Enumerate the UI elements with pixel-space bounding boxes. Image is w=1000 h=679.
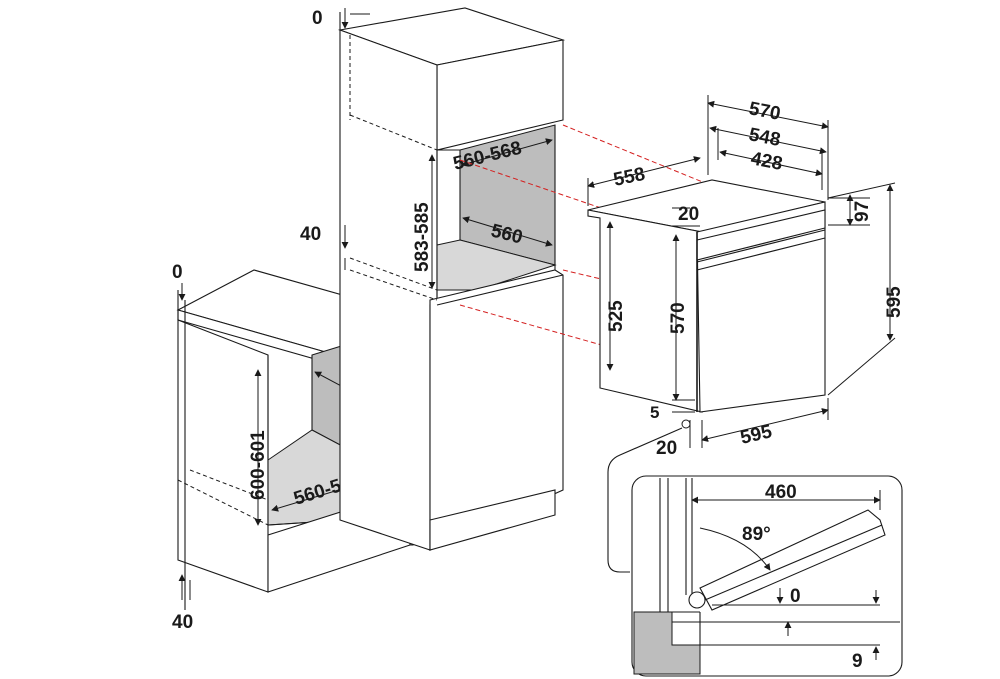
dim-oven-cavity-height: 570 (668, 302, 689, 334)
dim-cab-left-bottom-gap: 40 (172, 612, 193, 633)
dim-cab-left-opening-height: 600-601 (248, 430, 269, 500)
tall-cabinet (337, 7, 566, 551)
dim-oven-front-width: 595 (738, 421, 774, 449)
oven (587, 179, 826, 413)
dim-oven-panel-height: 97 (852, 201, 873, 222)
detail-gap-bottom: 9 (852, 651, 863, 672)
door-detail-callout: 89° 460 0 9 (607, 427, 903, 677)
dim-oven-front-offset: 20 (656, 438, 677, 459)
detail-door-depth: 460 (765, 482, 797, 503)
dim-oven-front-thickness: 20 (678, 204, 699, 225)
detail-angle: 89° (742, 524, 771, 545)
dim-oven-bottom-gap: 5 (650, 403, 659, 422)
dim-oven-body-height: 525 (606, 300, 627, 332)
detail-gap-top: 0 (790, 586, 801, 607)
dim-tall-opening-height: 583-585 (412, 202, 433, 272)
dim-tall-top-gap: 0 (312, 8, 323, 29)
dim-oven-width-total: 570 (747, 98, 782, 125)
dim-cab-left-top-gap: 0 (172, 262, 183, 283)
dim-tall-side-gap: 40 (300, 224, 321, 245)
dim-oven-total-height: 595 (884, 286, 905, 318)
dim-oven-depth: 558 (612, 164, 647, 191)
dim-oven-width-mid: 548 (747, 124, 782, 151)
dim-oven-width-inner: 428 (749, 148, 784, 175)
